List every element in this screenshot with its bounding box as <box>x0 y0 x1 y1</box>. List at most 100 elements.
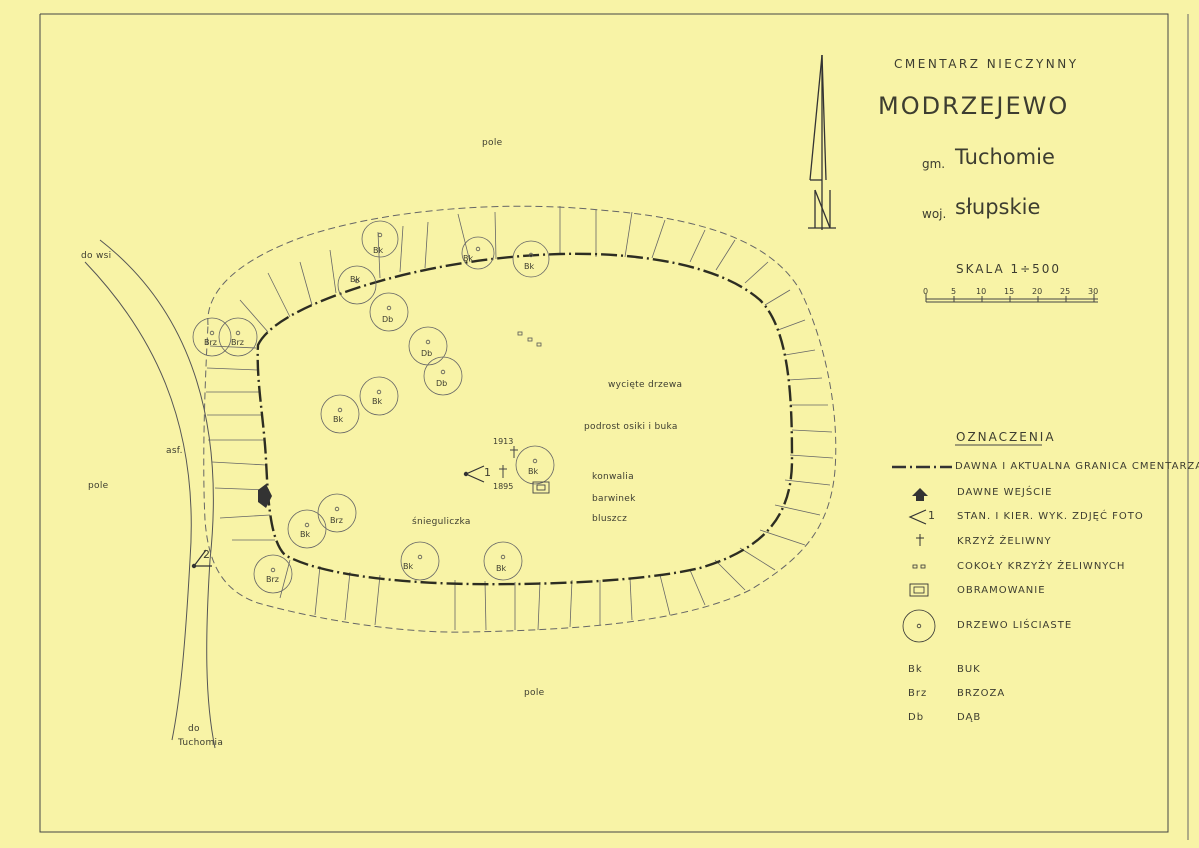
legend-photo-num: 1 <box>928 509 935 522</box>
tree-trunk-icon <box>500 554 506 560</box>
scale-tick-label: 15 <box>1004 287 1015 296</box>
tree-label: Brz <box>330 516 343 525</box>
scale-tick-label: 30 <box>1088 287 1099 296</box>
tree-crown <box>337 265 377 305</box>
woj-name: słupskie <box>955 195 1041 219</box>
label-bluszcz: bluszcz <box>592 514 628 524</box>
gmina-prefix: gm. <box>922 157 946 171</box>
label-1895: 1895 <box>493 482 514 491</box>
road-outer <box>84 261 192 741</box>
label-barwinek: barwinek <box>592 494 636 504</box>
tree-label: Bk <box>372 397 383 406</box>
legend-item-label: DRZEWO LIŚCIASTE <box>957 620 1073 631</box>
label-1913: 1913 <box>493 437 514 446</box>
tree-crown <box>317 493 357 533</box>
tree-label: Brz <box>204 338 217 347</box>
tree-crown <box>359 376 399 416</box>
entrance-arrow-legend-icon <box>912 488 928 501</box>
trees-layer <box>192 220 555 594</box>
label-do-wsi: do wsi <box>81 251 112 261</box>
tree-label: Bk <box>350 275 361 284</box>
label-do: do <box>188 724 200 734</box>
tree-crown <box>192 317 232 357</box>
hatch-lines <box>206 206 834 631</box>
label-asf: asf. <box>166 446 183 456</box>
scale-tick-label: 0 <box>923 287 929 296</box>
road-inner <box>99 239 216 749</box>
legend-abbrev-label: BRZOZA <box>957 688 1006 699</box>
label-snieguliczka: śnieguliczka <box>412 517 471 527</box>
tree-trunk-icon <box>440 369 446 375</box>
tree-legend-icon <box>902 609 936 643</box>
label-pole-top: pole <box>482 138 503 148</box>
outer-dashed-border <box>203 205 837 633</box>
map-title: MODRZEJEWO <box>878 92 1070 120</box>
tree-label: Bk <box>496 564 507 573</box>
photo-station-1: 1 <box>484 466 491 479</box>
tree-label: Brz <box>266 575 279 584</box>
tree-label: Db <box>436 379 448 388</box>
tree-crown <box>461 236 495 270</box>
gmina-name: Tuchomie <box>955 145 1055 169</box>
photo-direction-icon-2 <box>191 549 212 569</box>
tree-crown <box>515 445 555 485</box>
label-pole-left: pole <box>88 481 109 491</box>
entrance-arrow-icon <box>258 484 272 508</box>
label-tuchomia: Tuchomia <box>178 738 224 748</box>
tree-crown <box>400 541 440 581</box>
legend-item-label: DAWNE WEJŚCIE <box>957 487 1053 498</box>
legend-item-label: OBRAMOWANIE <box>957 585 1046 596</box>
scale-label: SKALA 1÷500 <box>956 262 1062 276</box>
photo-station-2: 2 <box>203 548 210 561</box>
label-podrost: podrost osiki i buka <box>584 422 678 432</box>
tree-trunk-icon <box>337 407 343 413</box>
tree-label: Brz <box>231 338 244 347</box>
tree-trunk-icon <box>304 522 310 528</box>
tree-trunk-icon <box>377 232 383 238</box>
tree-label: Bk <box>524 262 535 271</box>
tree-label: Bk <box>403 562 414 571</box>
legend-abbrev-code: Brz <box>908 688 928 699</box>
label-konwalia: konwalia <box>592 472 634 482</box>
cross-bases <box>517 331 542 347</box>
tree-label: Bk <box>463 254 474 263</box>
tree-trunk-icon <box>235 330 241 336</box>
tree-crown <box>408 326 448 366</box>
tree-trunk-icon <box>354 278 360 284</box>
legend-item-label: KRZYŻ ŻELIWNY <box>957 536 1052 547</box>
legend-item-label: DAWNA I AKTUALNA GRANICA CMENTARZA <box>955 461 1199 472</box>
legend-abbrev-label: DĄB <box>957 712 982 723</box>
tree-crown <box>253 554 293 594</box>
photo-direction-icon <box>463 465 485 483</box>
tree-label: Bk <box>300 530 311 539</box>
scale-tick-label: 5 <box>951 287 957 296</box>
tree-trunk-icon <box>417 554 423 560</box>
cross-icon <box>499 446 518 478</box>
cemetery-boundary <box>256 252 794 586</box>
legend-abbrev-label: BUK <box>957 664 981 675</box>
tree-label: Bk <box>528 467 539 476</box>
label-pole-bottom: pole <box>524 688 545 698</box>
tree-trunk-icon <box>386 305 392 311</box>
woj-prefix: woj. <box>922 207 947 221</box>
tree-crown <box>361 220 399 258</box>
legend-item-label: COKOŁY KRZYŻY ŻELIWNYCH <box>957 561 1126 572</box>
map-frame <box>39 13 1169 833</box>
legend-title: OZNACZENIA <box>956 430 1056 444</box>
tree-label: Bk <box>333 415 344 424</box>
tree-label: Bk <box>373 246 384 255</box>
scale-tick-label: 20 <box>1032 287 1043 296</box>
tree-label: Db <box>382 315 394 324</box>
legend-item-label: STAN. I KIER. WYK. ZDJĘĆ FOTO <box>957 511 1144 522</box>
tree-crown <box>512 240 550 278</box>
tree-crown <box>287 509 327 549</box>
map-heading: CMENTARZ NIECZYNNY <box>894 57 1079 71</box>
tree-trunk-icon <box>528 252 534 258</box>
north-arrow-icon <box>808 54 836 230</box>
tree-trunk-icon <box>209 330 215 336</box>
photo-direction-legend-icon <box>908 509 927 525</box>
tree-trunk-icon <box>376 389 382 395</box>
tree-trunk-icon <box>334 506 340 512</box>
tree-trunk-icon <box>475 246 481 252</box>
